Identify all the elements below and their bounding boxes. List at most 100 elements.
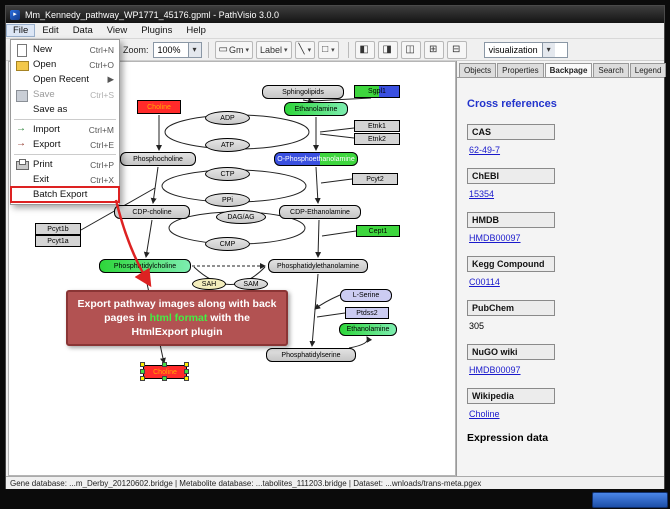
menu-help[interactable]: Help <box>186 25 206 36</box>
distribute-icon[interactable]: ⊞ <box>423 40 444 59</box>
pathway-node-cdp-ethanolamine[interactable]: CDP-Ethanolamine <box>279 205 361 219</box>
menu-plugins[interactable]: Plugins <box>141 25 173 36</box>
selection-handle[interactable] <box>162 376 167 381</box>
pathway-node-ppi[interactable]: PPi <box>205 193 250 207</box>
menu-item-spacer <box>15 104 29 115</box>
file-menu-item-open-recent[interactable]: Open Recent▶ <box>11 72 119 87</box>
chevron-down-icon[interactable]: ▾ <box>245 46 249 54</box>
pathway-node-label: SAH <box>201 280 217 288</box>
menu-view[interactable]: View <box>106 25 128 36</box>
menu-file[interactable]: File <box>6 24 36 37</box>
pathway-node-o-phosphoethanolamine[interactable]: O-Phosphoethanolamine <box>274 152 358 166</box>
stack-icon[interactable]: ⊟ <box>446 40 467 59</box>
xref-value-kegg-compound[interactable]: C00114 <box>469 277 500 287</box>
pathway-node-label: Pcyt1b <box>47 225 69 233</box>
pathway-node-label: Pcyt1a <box>47 237 69 245</box>
label-tool[interactable]: Label▾ <box>255 40 292 59</box>
file-menu-item-save-as[interactable]: Save as <box>11 102 119 117</box>
line-tool[interactable]: ╲▾ <box>294 40 316 59</box>
align-center-icon[interactable]: ◫ <box>400 40 421 59</box>
tab-backpage[interactable]: Backpage <box>544 63 593 77</box>
pathway-node-phosphatidylcholine[interactable]: Phosphatidylcholine <box>99 259 191 273</box>
chevron-down-icon[interactable]: ▾ <box>307 46 312 54</box>
visualization-dropdown-arrow[interactable]: ▾ <box>541 42 555 57</box>
xref-value-cas[interactable]: 62-49-7 <box>469 145 501 155</box>
chevron-down-icon[interactable]: ▾ <box>284 46 288 54</box>
align-left-icon: ◧ <box>359 44 369 55</box>
annotation-box[interactable]: Export pathway images along with back pa… <box>66 290 288 346</box>
annotation-text-before: Export pathway images along with back pa… <box>77 298 277 325</box>
selection-handle[interactable] <box>184 376 189 381</box>
taskbar-item[interactable] <box>592 492 668 508</box>
pathway-node-label: Ethanolamine <box>346 326 390 333</box>
align-left-icon[interactable]: ◧ <box>354 40 375 59</box>
tab-properties[interactable]: Properties <box>497 63 544 77</box>
pathway-node-pcyt1b[interactable]: Pcyt1b <box>35 223 81 235</box>
save-icon <box>15 89 29 102</box>
pathway-node-adp[interactable]: ADP <box>205 111 250 125</box>
file-menu-item-shortcut: Ctrl+X <box>90 174 114 185</box>
selection-handle[interactable] <box>184 362 189 367</box>
align-right-icon[interactable]: ◨ <box>377 40 398 59</box>
pathway-node-etnk2[interactable]: Etnk2 <box>354 133 400 145</box>
pathway-node-cdp-choline[interactable]: CDP-choline <box>114 205 190 219</box>
pathway-node-cept1[interactable]: Cept1 <box>356 225 400 237</box>
pathway-node-phosphatidylserine[interactable]: Phosphatidylserine <box>266 348 356 362</box>
pathway-node-dag-ag[interactable]: DAG/AG <box>216 210 266 224</box>
selection-handle[interactable] <box>140 369 145 374</box>
xref-value-hmdb[interactable]: HMDB00097 <box>469 233 521 243</box>
selection-handle[interactable] <box>162 362 167 367</box>
pathway-node-atp[interactable]: ATP <box>205 138 250 152</box>
pathway-node-pcyt1a[interactable]: Pcyt1a <box>35 235 81 247</box>
pathway-node-l-serine[interactable]: L-Serine <box>340 289 392 302</box>
tab-objects[interactable]: Objects <box>459 63 497 77</box>
title-bar[interactable]: ▸ Mm_Kennedy_pathway_WP1771_45176.gpml -… <box>6 6 664 23</box>
file-menu-item-batch-export[interactable]: Batch Export <box>10 186 120 203</box>
tab-legend[interactable]: Legend <box>629 63 667 77</box>
pathway-node-ctp[interactable]: CTP <box>205 167 250 181</box>
pathway-node-phosphatidylethanolamine[interactable]: Phosphatidylethanolamine <box>268 259 368 273</box>
visualization-value: visualization <box>488 44 538 55</box>
pathway-node-pcyt2[interactable]: Pcyt2 <box>352 173 398 185</box>
menu-edit[interactable]: Edit <box>42 25 59 36</box>
pathway-node-ptdss2[interactable]: Ptdss2 <box>345 307 389 319</box>
zoom-combobox[interactable]: 100% ▾ <box>152 41 202 58</box>
selection-handle[interactable] <box>140 362 145 367</box>
zoom-dropdown-arrow[interactable]: ▾ <box>187 42 201 57</box>
file-menu-item-label: Export <box>33 139 61 150</box>
selection-handle[interactable] <box>184 369 189 374</box>
app-icon[interactable]: ▸ <box>10 9 20 20</box>
xref-value-wikipedia[interactable]: Choline <box>469 409 500 419</box>
pathway-node-choline[interactable]: Choline <box>137 100 181 114</box>
pathway-node-sphingolipids[interactable]: Sphingolipids <box>262 85 344 99</box>
pathway-node-phosphocholine[interactable]: Phosphocholine <box>120 152 196 166</box>
pathway-node-label: Ethanolamine <box>294 105 338 113</box>
pathway-node-sam[interactable]: SAM <box>234 278 268 290</box>
pathway-node-cmp[interactable]: CMP <box>205 237 250 251</box>
tab-search[interactable]: Search <box>593 63 629 77</box>
pathway-node-ethanolamine[interactable]: Ethanolamine <box>339 323 397 336</box>
pathway-node-sgpl1[interactable]: Sgpl1 <box>354 85 400 98</box>
pathway-node-sah[interactable]: SAH <box>192 278 226 290</box>
menu-data[interactable]: Data <box>72 25 93 36</box>
stack-icon: ⊟ <box>451 44 461 55</box>
xref-value-chebi[interactable]: 15354 <box>469 189 495 199</box>
shape-tool[interactable]: □▾ <box>318 40 339 59</box>
datanode-tool[interactable]: ▭Gm▾ <box>214 40 253 59</box>
xref-value-nugo-wiki[interactable]: HMDB00097 <box>469 365 521 375</box>
selection-handle[interactable] <box>140 376 145 381</box>
chevron-down-icon[interactable]: ▾ <box>331 46 335 54</box>
pathway-node-etnk1[interactable]: Etnk1 <box>354 120 400 132</box>
open-folder-icon <box>15 59 29 71</box>
pathway-node-ethanolamine[interactable]: Ethanolamine <box>284 102 348 116</box>
visualization-combobox[interactable]: visualization ▾ <box>483 41 568 58</box>
menu-separator <box>14 154 116 155</box>
